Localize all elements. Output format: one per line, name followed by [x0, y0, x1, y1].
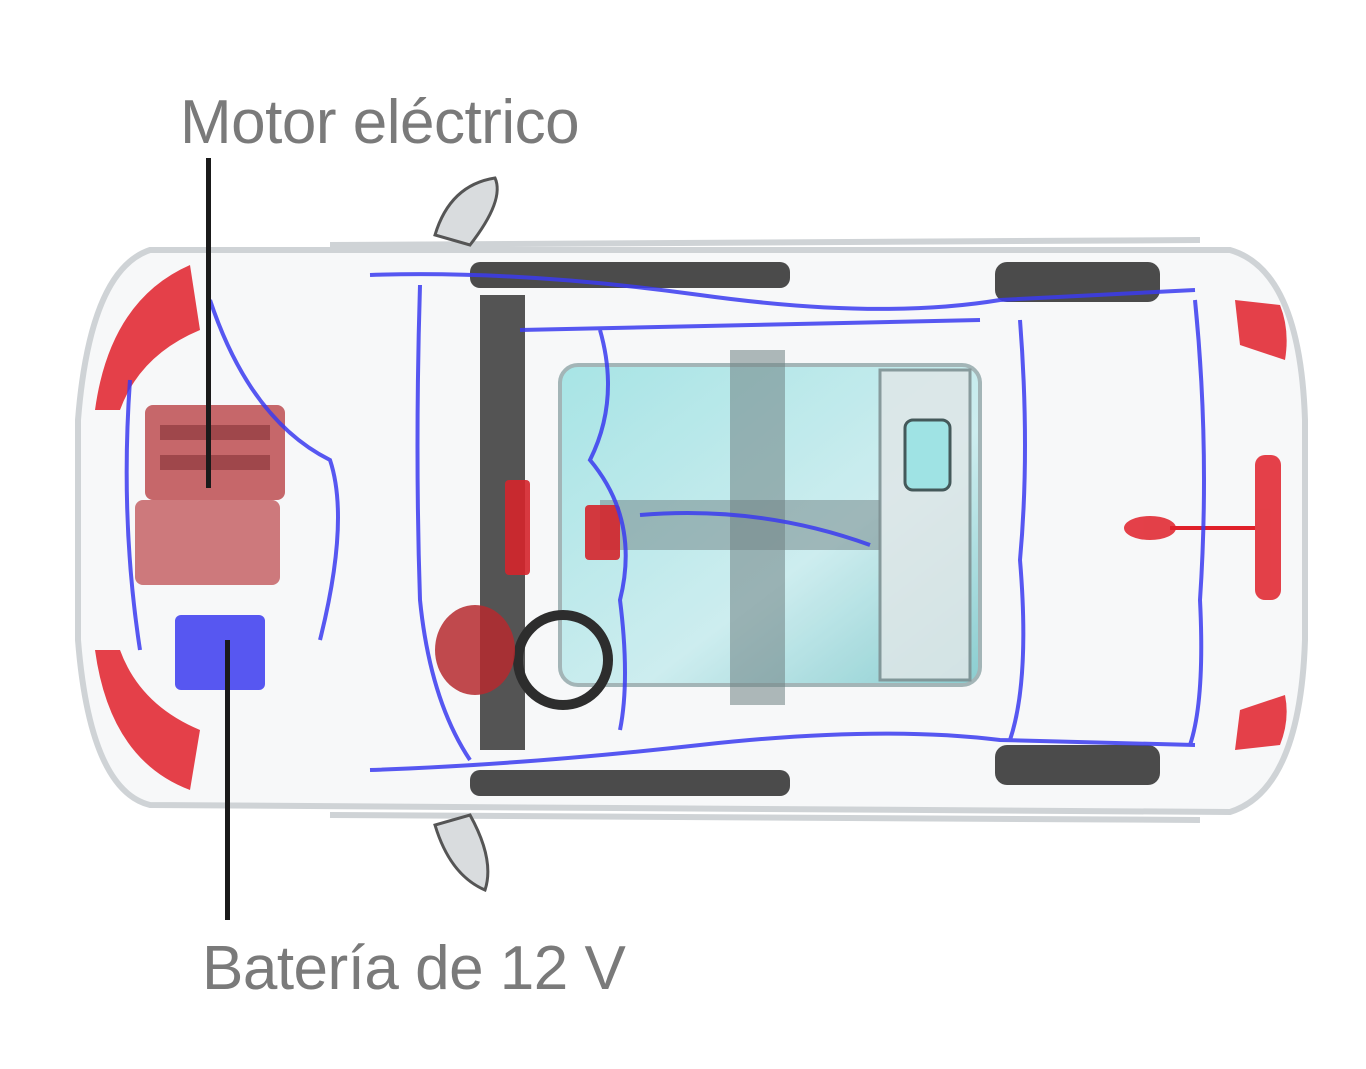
electric-motor — [135, 405, 285, 585]
mirror-icon — [433, 176, 499, 893]
motor-label: Motor eléctrico — [180, 88, 580, 157]
battery-pack — [558, 350, 982, 705]
motor-leader-line — [206, 158, 211, 488]
connector-icon — [505, 480, 620, 575]
taillight-icon — [1124, 300, 1287, 750]
battery-label: Batería de 12 V — [202, 934, 626, 1003]
wiring-harness — [124, 272, 1206, 772]
battery-12v — [175, 615, 265, 690]
steering-wheel-icon — [513, 610, 613, 710]
battery-leader-line — [225, 640, 230, 920]
seat-icon — [435, 605, 515, 695]
headlight-icon — [95, 265, 200, 790]
